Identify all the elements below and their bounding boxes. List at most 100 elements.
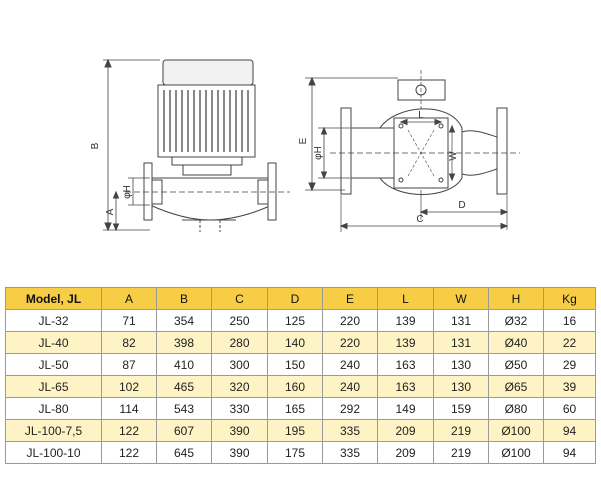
cell-a: 82 <box>101 331 157 354</box>
cell-d: 125 <box>267 309 323 332</box>
cell-w: 219 <box>433 441 489 464</box>
cell-a: 122 <box>101 419 157 442</box>
cell-b: 543 <box>156 397 212 420</box>
cell-l: 163 <box>377 353 434 376</box>
cell-l: 209 <box>377 441 434 464</box>
cell-h: Ø100 <box>488 419 544 442</box>
cell-model: JL-100-10 <box>5 441 102 464</box>
pump-side-view <box>103 58 290 232</box>
cell-model: JL-100-7,5 <box>5 419 102 442</box>
cell-a: 114 <box>101 397 157 420</box>
cell-kg: 39 <box>543 375 596 398</box>
table-row: JL-50 87 410 300 150 240 163 130 Ø50 29 <box>5 353 596 376</box>
cell-model: JL-80 <box>5 397 102 420</box>
cell-b: 354 <box>156 309 212 332</box>
cell-kg: 60 <box>543 397 596 420</box>
dim-label-c: C <box>416 214 423 225</box>
cell-e: 335 <box>322 419 378 442</box>
cell-e: 240 <box>322 375 378 398</box>
cell-b: 645 <box>156 441 212 464</box>
cell-h: Ø40 <box>488 331 544 354</box>
cell-l: 139 <box>377 309 434 332</box>
cell-h: Ø100 <box>488 441 544 464</box>
cell-d: 140 <box>267 331 323 354</box>
cell-e: 292 <box>322 397 378 420</box>
cell-w: 130 <box>433 375 489 398</box>
table-row: JL-80 114 543 330 165 292 149 159 Ø80 60 <box>5 397 596 420</box>
cell-h: Ø80 <box>488 397 544 420</box>
cell-model: JL-65 <box>5 375 102 398</box>
cell-c: 390 <box>211 441 268 464</box>
cell-c: 300 <box>211 353 268 376</box>
cell-e: 240 <box>322 353 378 376</box>
cell-kg: 29 <box>543 353 596 376</box>
cell-h: Ø32 <box>488 309 544 332</box>
cell-b: 398 <box>156 331 212 354</box>
header-a: A <box>101 287 157 310</box>
cell-w: 131 <box>433 331 489 354</box>
table-row: JL-65 102 465 320 160 240 163 130 Ø65 39 <box>5 375 596 398</box>
header-w: W <box>433 287 489 310</box>
pump-top-view <box>305 70 520 232</box>
dim-label-w: W <box>448 151 459 161</box>
cell-c: 330 <box>211 397 268 420</box>
header-e: E <box>322 287 378 310</box>
cell-w: 130 <box>433 353 489 376</box>
cell-d: 165 <box>267 397 323 420</box>
dim-label-a: A <box>105 208 116 215</box>
pump-dimension-drawing: B A φH E φH L W D C <box>90 58 520 232</box>
header-l: L <box>377 287 434 310</box>
cell-a: 71 <box>101 309 157 332</box>
table-row: JL-32 71 354 250 125 220 139 131 Ø32 16 <box>5 309 596 332</box>
cell-e: 220 <box>322 331 378 354</box>
cell-l: 149 <box>377 397 434 420</box>
cell-l: 139 <box>377 331 434 354</box>
dim-label-e: E <box>298 137 309 144</box>
dim-label-b: B <box>90 142 101 149</box>
table-header-row: Model, JL A B C D E L W H Kg <box>5 287 596 310</box>
cell-e: 335 <box>322 441 378 464</box>
cell-h: Ø65 <box>488 375 544 398</box>
cell-b: 410 <box>156 353 212 376</box>
cell-c: 320 <box>211 375 268 398</box>
cell-a: 102 <box>101 375 157 398</box>
cell-a: 87 <box>101 353 157 376</box>
cell-c: 280 <box>211 331 268 354</box>
cell-model: JL-50 <box>5 353 102 376</box>
pump-spec-table: Model, JL A B C D E L W H Kg JL-32 71 35… <box>5 287 596 464</box>
dim-label-phih-left: φH <box>122 185 133 199</box>
cell-w: 159 <box>433 397 489 420</box>
cell-c: 250 <box>211 309 268 332</box>
cell-kg: 16 <box>543 309 596 332</box>
header-kg: Kg <box>543 287 596 310</box>
header-h: H <box>488 287 544 310</box>
cell-a: 122 <box>101 441 157 464</box>
cell-w: 219 <box>433 419 489 442</box>
cell-c: 390 <box>211 419 268 442</box>
dim-label-phih-right: φH <box>313 146 324 160</box>
cell-kg: 94 <box>543 441 596 464</box>
cell-d: 195 <box>267 419 323 442</box>
table-row: JL-100-10 122 645 390 175 335 209 219 Ø1… <box>5 441 596 464</box>
cell-kg: 22 <box>543 331 596 354</box>
table-row: JL-40 82 398 280 140 220 139 131 Ø40 22 <box>5 331 596 354</box>
header-d: D <box>267 287 323 310</box>
cell-kg: 94 <box>543 419 596 442</box>
header-model: Model, JL <box>5 287 102 310</box>
cell-model: JL-40 <box>5 331 102 354</box>
cell-d: 175 <box>267 441 323 464</box>
cell-l: 209 <box>377 419 434 442</box>
cell-d: 150 <box>267 353 323 376</box>
cell-w: 131 <box>433 309 489 332</box>
cell-b: 607 <box>156 419 212 442</box>
cell-model: JL-32 <box>5 309 102 332</box>
table-row: JL-100-7,5 122 607 390 195 335 209 219 Ø… <box>5 419 596 442</box>
cell-b: 465 <box>156 375 212 398</box>
header-c: C <box>211 287 268 310</box>
cell-d: 160 <box>267 375 323 398</box>
dim-label-d: D <box>458 200 465 211</box>
cell-h: Ø50 <box>488 353 544 376</box>
cell-e: 220 <box>322 309 378 332</box>
dim-label-l: L <box>418 110 424 121</box>
header-b: B <box>156 287 212 310</box>
